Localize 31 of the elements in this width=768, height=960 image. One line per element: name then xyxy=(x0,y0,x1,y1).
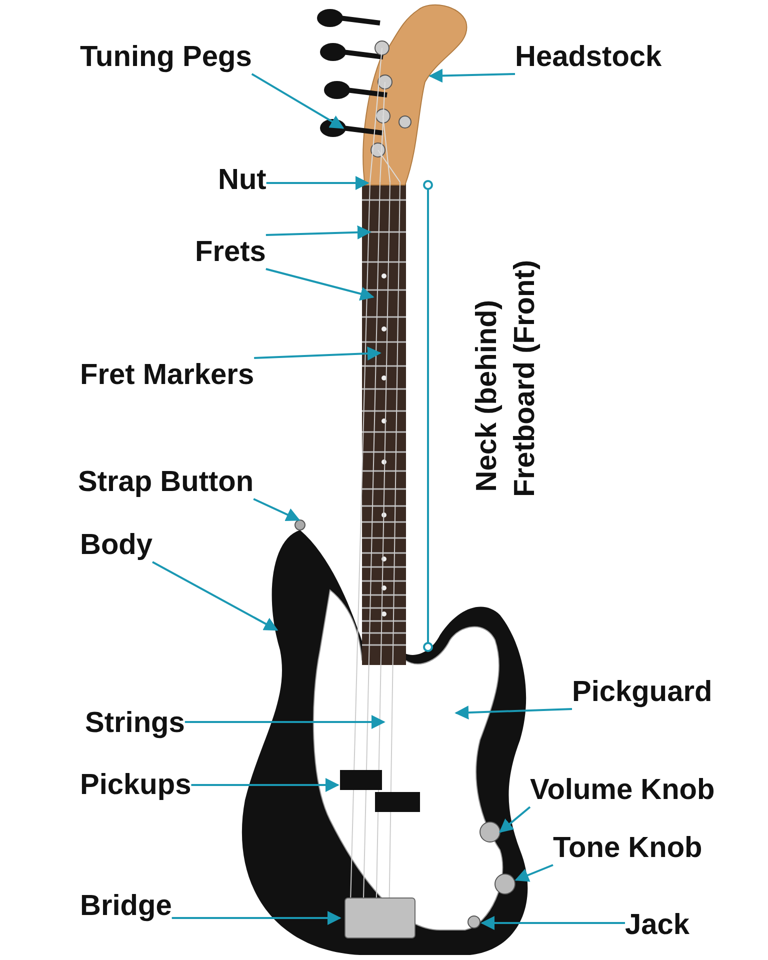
part-label: Neck (behind) xyxy=(470,300,504,492)
part-label: Frets xyxy=(195,235,266,269)
leader-line xyxy=(514,864,554,882)
part-label: Pickups xyxy=(80,768,192,802)
leader-line xyxy=(251,73,344,129)
part-label: Volume Knob xyxy=(530,773,715,807)
part-label: Jack xyxy=(625,908,690,942)
leader-line xyxy=(428,68,516,83)
part-label: Fretboard (Front) xyxy=(508,260,542,497)
leader-line xyxy=(184,715,386,729)
part-label: Body xyxy=(80,528,152,562)
part-label: Tone Knob xyxy=(553,831,702,865)
leader-line xyxy=(266,268,374,301)
leader-line xyxy=(152,561,278,631)
part-label: Headstock xyxy=(515,40,662,74)
part-label: Bridge xyxy=(80,889,172,923)
leader-line xyxy=(454,706,572,720)
leader-line xyxy=(498,806,531,833)
leader-line xyxy=(254,346,382,360)
part-label: Strap Button xyxy=(78,465,254,499)
part-label: Strings xyxy=(85,706,185,740)
leader-line xyxy=(266,176,370,190)
part-label: Fret Markers xyxy=(80,358,254,392)
leader-line xyxy=(191,778,340,792)
leader-line xyxy=(253,498,300,522)
leader-line xyxy=(480,916,625,930)
part-label: Tuning Pegs xyxy=(80,40,252,74)
part-label: Pickguard xyxy=(572,675,712,709)
leader-line xyxy=(172,911,342,925)
leader-line xyxy=(266,225,372,240)
part-label: Nut xyxy=(218,163,266,197)
